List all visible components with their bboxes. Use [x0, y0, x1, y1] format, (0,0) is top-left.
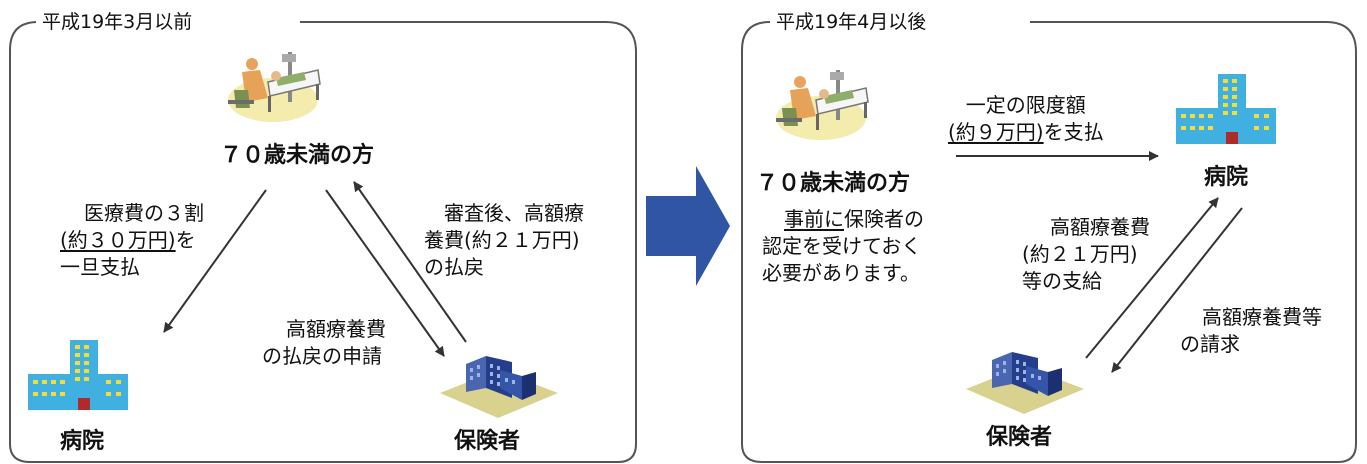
- after-limit-note: 一定の限度額 (約９万円)を支払: [948, 93, 1104, 144]
- arrow-pay-to-hospital: [163, 189, 267, 333]
- insurer-building-icon: [440, 356, 558, 418]
- after-panel-title: 平成19年4月以後: [770, 10, 933, 34]
- insurer-building-icon: [966, 352, 1084, 414]
- after-panel-frame: [741, 21, 1357, 463]
- before-application-note: 高額療養費 の払戻の申請: [262, 317, 386, 368]
- arrow-benefit-to-hospital: [1085, 197, 1219, 359]
- before-panel-frame: [9, 21, 637, 463]
- hospital-building-icon: [28, 340, 128, 410]
- arrow-refund-to-person: [353, 181, 467, 343]
- after-prior-note: 事前に保険者の 認定を受けておく 必要があります。: [762, 207, 924, 285]
- patient-in-bed-icon: [227, 51, 321, 123]
- before-pay-note: 医療費の３割 (約３０万円)を 一旦支払: [60, 201, 204, 279]
- after-hospital-label: 病院: [1204, 165, 1249, 190]
- hospital-building-icon: [1176, 74, 1276, 144]
- after-claim-note: 高額療養費等 の請求: [1180, 305, 1322, 356]
- after-person-label: ７０歳未満の方: [756, 171, 911, 196]
- patient-in-bed-icon: [775, 69, 869, 141]
- before-person-label: ７０歳未満の方: [220, 143, 375, 168]
- before-refund-note: 審査後、高額療 養費(約２１万円) の払戻: [424, 201, 584, 279]
- after-insurer-label: 保険者: [986, 425, 1053, 450]
- arrow-application-to-insurer: [325, 189, 445, 357]
- right-arrow-icon: [646, 166, 730, 286]
- arrow-claim-to-insurer: [1111, 207, 1243, 373]
- before-panel-title: 平成19年3月以前: [36, 10, 199, 34]
- before-hospital-label: 病院: [60, 429, 105, 454]
- before-insurer-label: 保険者: [454, 429, 521, 454]
- after-benefit-note: 高額療養費 (約２１万円) 等の支給: [1022, 215, 1150, 293]
